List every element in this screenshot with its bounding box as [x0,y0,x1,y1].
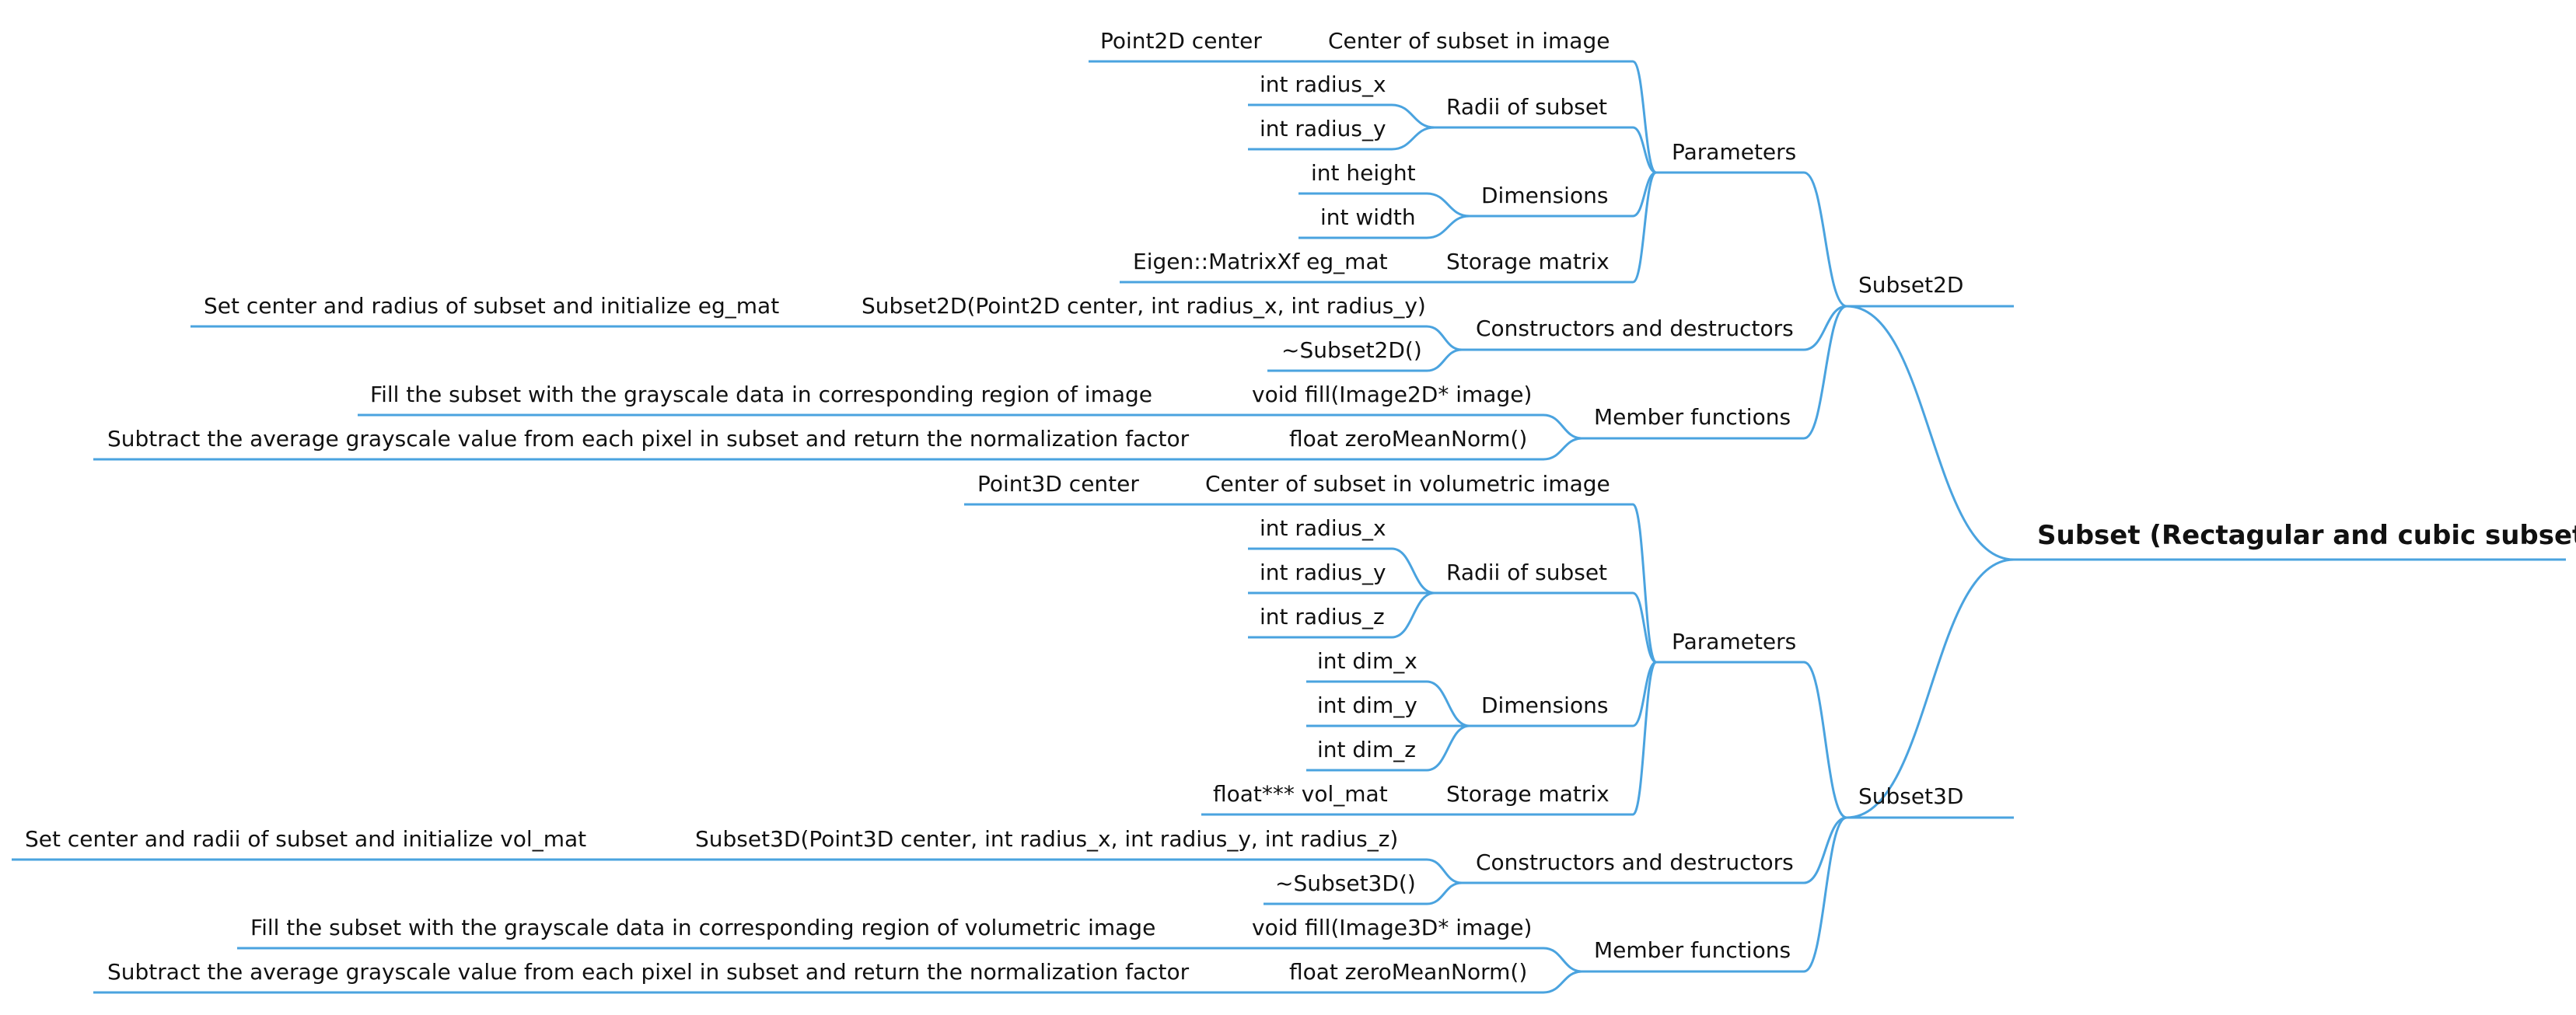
subset2d-dimensions-label[interactable]: Dimensions [1481,183,1608,208]
edge-subset2d-dtor [1426,348,1463,372]
subset2d-ctor-sig[interactable]: Subset2D(Point2D center, int radius_x, i… [862,293,1426,319]
edge-subset3d-members [1803,816,1847,973]
edge-subset3d-parameters [1803,661,1847,819]
subset2d-parameters-label[interactable]: Parameters [1672,139,1796,165]
subset2d-center-decl[interactable]: Point2D center [1100,28,1262,54]
subset3d-dim-x[interactable]: int dim_x [1317,648,1417,674]
subset3d-dim-z[interactable]: int dim_z [1317,737,1416,762]
subset3d-storage-label[interactable]: Storage matrix [1446,781,1610,807]
subset2d-storage-decl[interactable]: Eigen::MatrixXf eg_mat [1133,249,1388,274]
edge-subset3d-norm [1543,970,1583,994]
edge-subset2d-parameters [1803,171,1847,308]
edge-subset2d-width [1426,215,1470,239]
subset3d-radii-label[interactable]: Radii of subset [1446,560,1607,585]
subset2d-dtor[interactable]: ~Subset2D() [1281,337,1422,363]
subset3d-fill-sig[interactable]: void fill(Image3D* image) [1252,915,1532,940]
subset3d-center-desc[interactable]: Center of subset in volumetric image [1205,471,1610,497]
subset3d-node-label[interactable]: Subset3D [1858,783,1963,809]
subset2d-radius-y[interactable]: int radius_y [1260,116,1386,141]
subset2d-constructors-label[interactable]: Constructors and destructors [1476,316,1794,341]
subset3d-dimensions-label[interactable]: Dimensions [1481,692,1608,718]
edge-subset3d-dim-z [1426,724,1470,772]
subset2d-width[interactable]: int width [1320,204,1416,230]
root-node-label[interactable]: Subset (Rectagular and cubic subsets) [2037,520,2576,551]
edge-subset3d-dim-x [1426,680,1470,727]
subset2d-height[interactable]: int height [1311,160,1416,186]
subset2d-center-desc[interactable]: Center of subset in image [1328,28,1610,54]
subset3d-center-decl[interactable]: Point3D center [977,471,1139,497]
edge-subset2d-ctor [1426,325,1463,351]
edge-subset3d-center [1631,503,1658,664]
edge-subset2d-center [1632,60,1657,174]
subset3d-norm-sig[interactable]: float zeroMeanNorm() [1289,959,1527,985]
edge-subset3d-dtor [1426,881,1463,905]
edge-root-subset2d [1846,305,2015,561]
subset3d-radius-z[interactable]: int radius_z [1260,604,1385,630]
subset3d-ctor-sig[interactable]: Subset3D(Point3D center, int radius_x, i… [695,826,1398,852]
subset2d-radii-label[interactable]: Radii of subset [1446,94,1607,120]
edge-root-subset3d [1846,558,2015,819]
subset2d-node-label[interactable]: Subset2D [1858,272,1963,298]
edge-subset2d-norm [1543,437,1583,461]
subset2d-ctor-desc[interactable]: Set center and radius of subset and init… [204,293,779,319]
subset3d-dtor[interactable]: ~Subset3D() [1275,870,1416,896]
edge-subset2d-radius-x [1391,103,1435,129]
subset3d-dim-y[interactable]: int dim_y [1317,692,1417,718]
connector-lines [1391,60,2015,994]
subset3d-ctor-desc[interactable]: Set center and radii of subset and initi… [25,826,586,852]
subset3d-parameters-label[interactable]: Parameters [1672,629,1796,654]
edge-subset3d-radius-x [1391,547,1435,595]
subset3d-radius-x[interactable]: int radius_x [1260,515,1386,541]
subset2d-radius-x[interactable]: int radius_x [1260,72,1386,97]
subset2d-members-label[interactable]: Member functions [1594,404,1791,430]
edge-subset3d-radii [1632,591,1657,664]
edge-subset3d-storage [1631,661,1658,816]
edge-subset2d-constructors [1803,305,1847,351]
subset2d-fill-sig[interactable]: void fill(Image2D* image) [1252,382,1532,407]
subset3d-storage-decl[interactable]: float*** vol_mat [1213,781,1388,807]
subset2d-norm-desc[interactable]: Subtract the average grayscale value fro… [107,426,1190,452]
edge-subset3d-ctor [1426,858,1463,884]
edge-subset2d-members [1803,305,1847,440]
edge-subset3d-radius-z [1391,591,1435,639]
edge-subset2d-fill [1543,413,1583,440]
edge-subset3d-constructors [1803,816,1847,884]
edge-subset2d-storage [1632,171,1657,284]
edge-subset2d-radii [1632,126,1657,174]
edge-subset3d-fill [1543,947,1583,973]
subset3d-constructors-label[interactable]: Constructors and destructors [1476,849,1794,875]
subset3d-norm-desc[interactable]: Subtract the average grayscale value fro… [107,959,1190,985]
subset3d-fill-desc[interactable]: Fill the subset with the grayscale data … [250,915,1155,940]
subset3d-members-label[interactable]: Member functions [1594,937,1791,963]
subset2d-fill-desc[interactable]: Fill the subset with the grayscale data … [370,382,1152,407]
node-underlines [12,60,2566,994]
subset2d-norm-sig[interactable]: float zeroMeanNorm() [1289,426,1527,452]
subset2d-storage-label[interactable]: Storage matrix [1446,249,1610,274]
edge-subset2d-radius-y [1391,126,1435,151]
subset3d-radius-y[interactable]: int radius_y [1260,560,1386,585]
edge-subset2d-height [1426,192,1470,218]
